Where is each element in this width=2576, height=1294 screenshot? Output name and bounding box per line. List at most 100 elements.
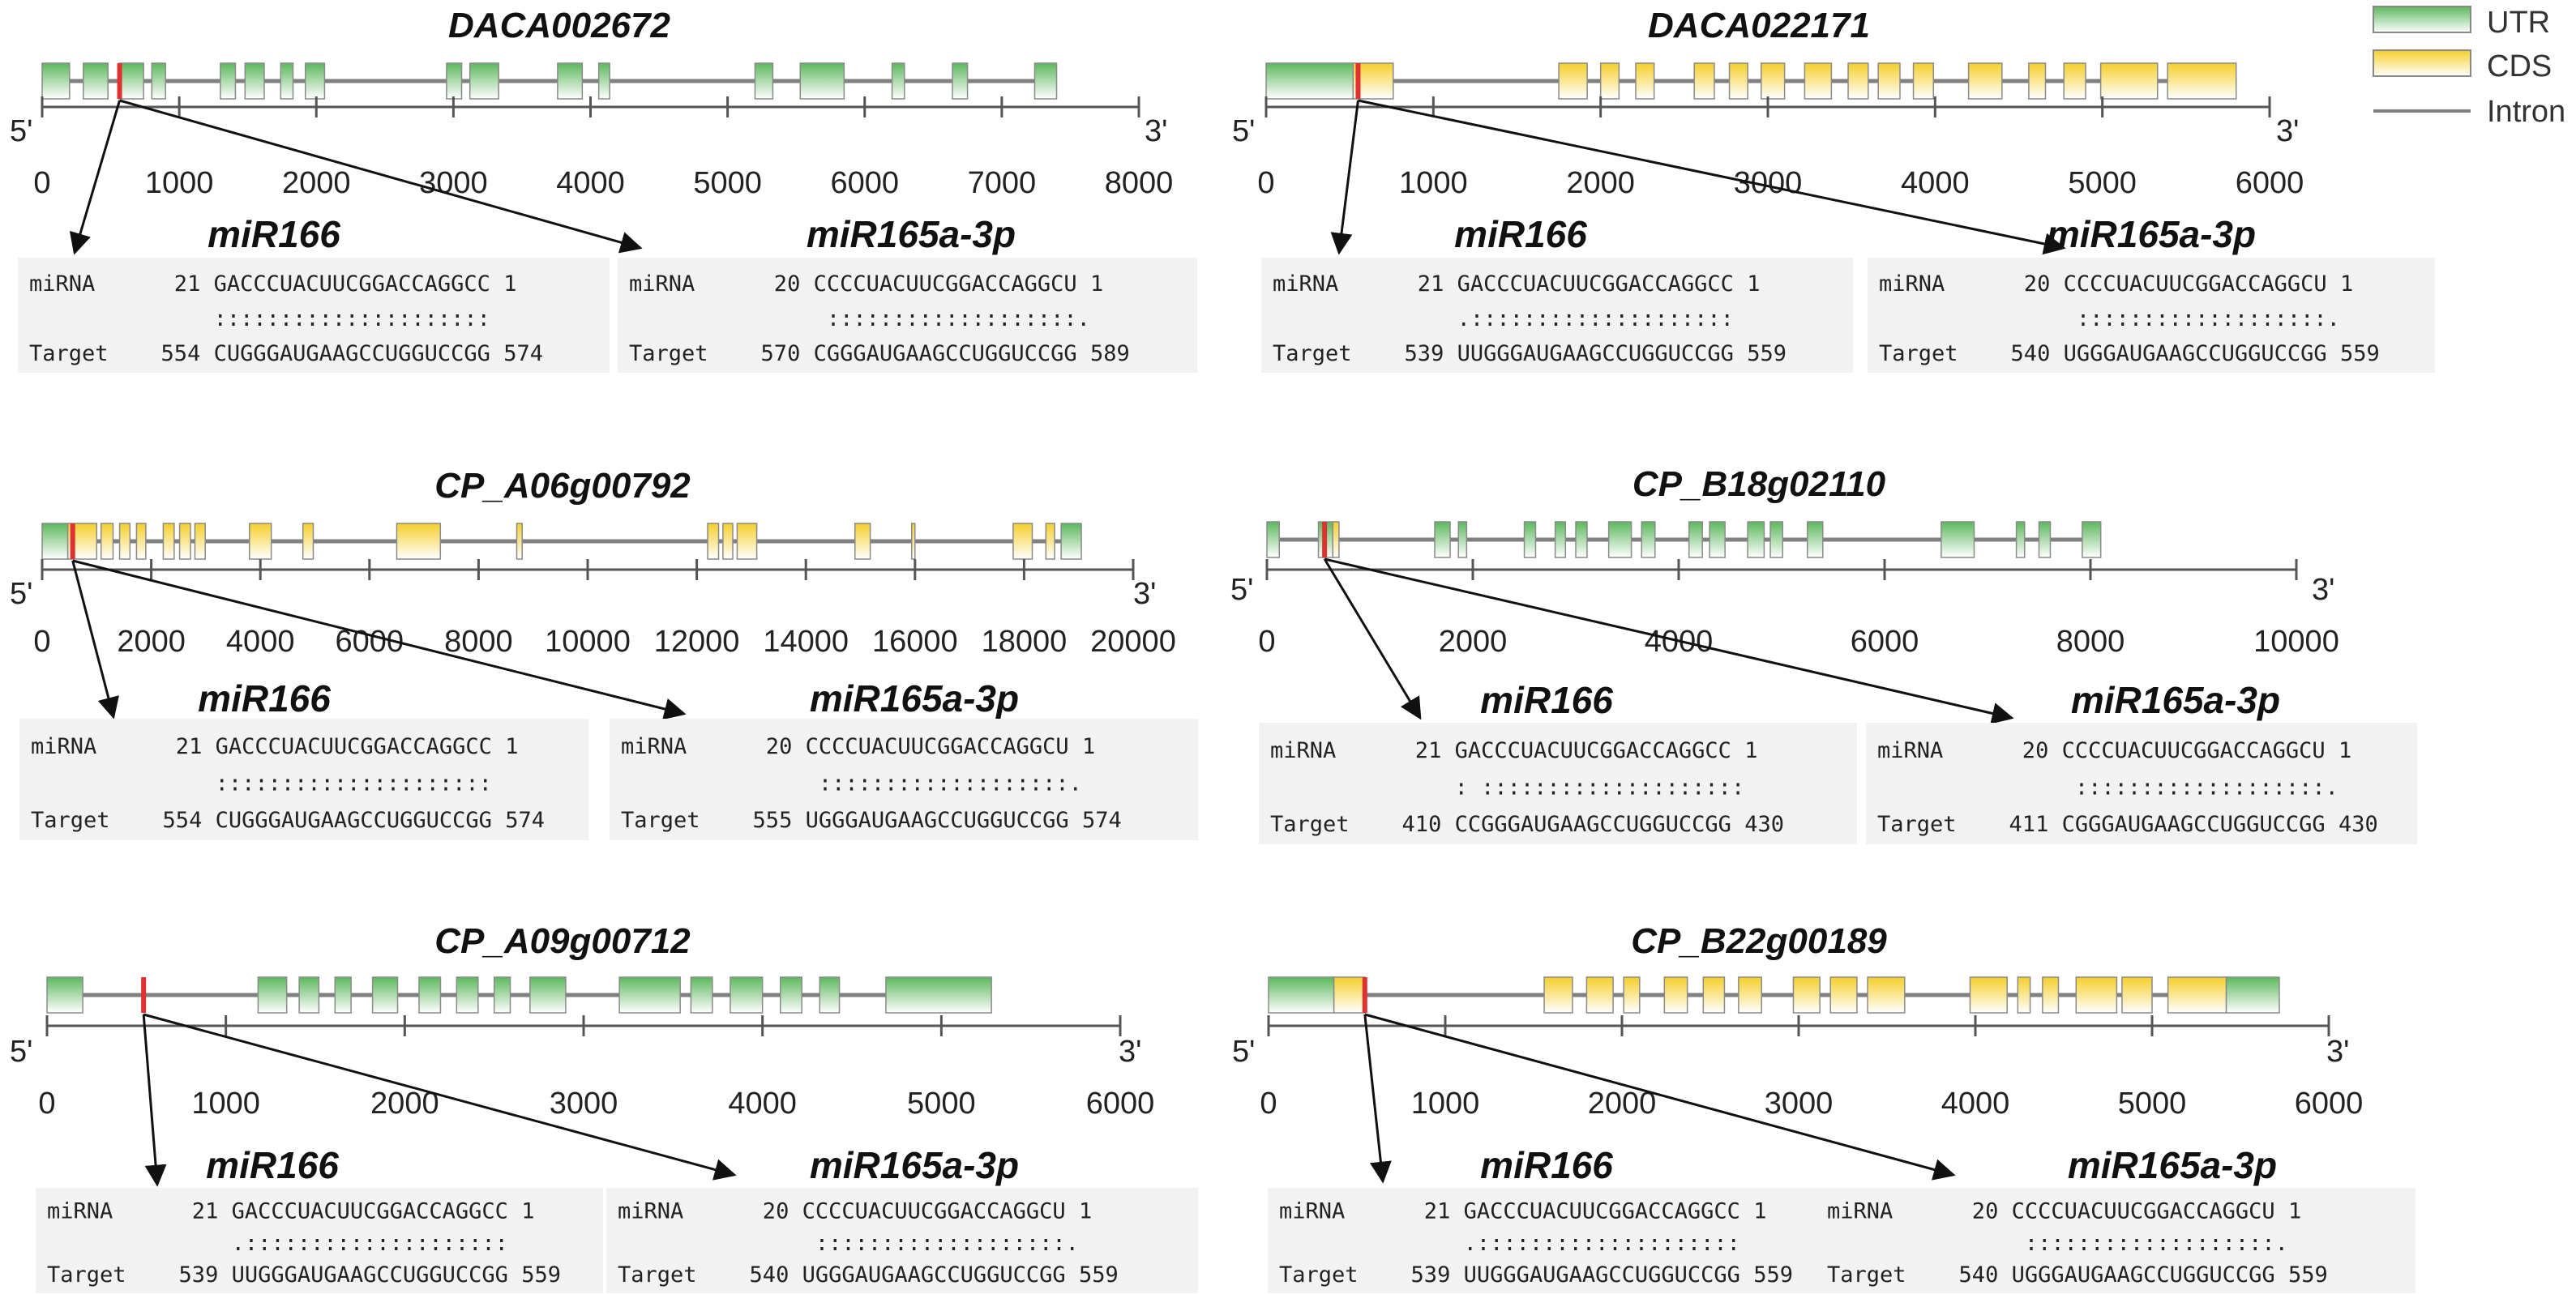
cds-exon: [1792, 976, 1821, 1014]
utr-exon: [779, 976, 802, 1014]
utr-exon: [529, 976, 567, 1014]
cds-exon: [1599, 62, 1620, 100]
cds-exon: [2028, 62, 2047, 100]
target-sequence-row: Target 540 UGGGAUGAAGCCUGGUCCGG 559: [1879, 341, 2380, 366]
cds-exon: [1829, 976, 1858, 1014]
utr-exon: [1060, 523, 1082, 560]
cds-exon: [1333, 976, 1366, 1014]
target-sequence-row: Target 540 UGGGAUGAAGCCUGGUCCGG 559: [1827, 1262, 2328, 1288]
axis-tick-label: 4000: [728, 1087, 797, 1121]
mirna-sequence-row: miRNA 20 CCCCUACUUCGGACCAGGCU 1: [629, 271, 1103, 297]
cds-exon: [1847, 62, 1869, 100]
target-sequence-row: Target 410 CCGGGAUGAAGCCUGGUCCGG 430: [1270, 812, 1784, 837]
mirna-sequence-row: miRNA 20 CCCCUACUUCGGACCAGGCU 1: [618, 1198, 1092, 1224]
gene-title: CP_A06g00792: [434, 466, 691, 506]
axis-tick-label: 5000: [2068, 166, 2137, 200]
gene-title: CP_B18g02110: [1632, 464, 1886, 504]
mirna-sequence-row: miRNA 20 CCCCUACUUCGGACCAGGCU 1: [1877, 738, 2351, 763]
site-arrow: [1363, 1014, 1392, 1184]
utr-exon: [456, 976, 479, 1014]
five-prime-label: 5': [10, 577, 32, 611]
target-sequence-row: Target 570 CGGGAUGAAGCCUGGUCCGG 589: [629, 341, 1130, 366]
axis-tick-label: 0: [33, 166, 50, 200]
target-site-marker: [1362, 977, 1367, 1013]
axis-tick-label: 14000: [763, 625, 849, 659]
utr-exon: [1523, 521, 1537, 558]
utr-exon: [799, 62, 845, 100]
alignment-box: [610, 719, 1198, 840]
mirna-sequence-row: miRNA 21 GACCCUACUUCGGACCAGGCC 1: [31, 734, 518, 759]
mirna-sequence-row: miRNA 21 GACCCUACUUCGGACCAGGCC 1: [1273, 271, 1760, 297]
axis-tick-label: 2000: [117, 625, 186, 659]
legend-cds-label: CDS: [2487, 49, 2552, 83]
match-row: : ::::::::::::::::::::: [1270, 775, 1744, 801]
cds-exon: [736, 523, 758, 560]
mirna-name: miR166: [1480, 1144, 1613, 1186]
utr-exon: [1265, 62, 1354, 100]
target-site-marker: [141, 977, 147, 1013]
cds-exon: [1012, 523, 1033, 560]
alignment-box: [1868, 258, 2435, 373]
axis-tick-label: 2000: [1588, 1087, 1657, 1121]
cds-exon: [178, 523, 191, 560]
utr-exon: [1554, 521, 1567, 558]
axis-tick-label: 10000: [545, 625, 631, 659]
cds-exon: [2042, 976, 2060, 1014]
alignment-box: [1261, 258, 1853, 373]
utr-exon: [2225, 976, 2280, 1014]
site-arrow: [1324, 557, 2014, 724]
mirna-name: miR165a-3p: [810, 1144, 1019, 1186]
utr-exon: [1607, 521, 1632, 558]
gene-title: DACA022171: [1648, 6, 1870, 45]
utr-exon: [244, 62, 265, 100]
target-sequence-row: Target 411 CGGGAUGAAGCCUGGUCCGG 430: [1877, 812, 2378, 837]
legend-utr-label: UTR: [2487, 6, 2550, 40]
three-prime-label: 3': [1145, 114, 1167, 148]
mirna-name: miR166: [1480, 679, 1613, 721]
mirna-sequence-row: miRNA 20 CCCCUACUUCGGACCAGGCU 1: [1879, 271, 2353, 297]
utr-exon: [1434, 521, 1451, 558]
cds-exon: [100, 523, 114, 560]
axis-tick-label: 0: [1260, 1087, 1277, 1121]
axis-tick-label: 4000: [556, 166, 625, 200]
cds-exon: [1738, 976, 1762, 1014]
site-arrow: [1330, 100, 1359, 255]
cds-exon: [1045, 523, 1055, 560]
alignment-box: [1259, 723, 1857, 844]
cds-exon: [2121, 976, 2153, 1014]
site-arrow: [72, 559, 687, 720]
utr-exon: [469, 62, 499, 100]
utr-exon: [1268, 976, 1335, 1014]
site-arrow: [1358, 99, 2066, 255]
match-row: .::::::::::::::::::::: [1273, 306, 1734, 331]
cds-exon: [722, 523, 734, 560]
cds-exon: [707, 523, 720, 560]
axis-tick-label: 3000: [1765, 1087, 1834, 1121]
axis-tick-label: 20000: [1090, 625, 1176, 659]
match-row: :::::::::::::::::::.: [1827, 1231, 2288, 1256]
target-site-marker: [70, 523, 75, 559]
match-row: :::::::::::::::::::.: [1877, 775, 2339, 801]
cds-exon: [118, 523, 131, 560]
cds-exon: [248, 523, 272, 560]
axis-tick-label: 4000: [1941, 1087, 2010, 1121]
cds-exon: [1967, 62, 2003, 100]
utr-exon: [1641, 521, 1656, 558]
mirna-sequence-row: miRNA 21 GACCCUACUUCGGACCAGGCC 1: [1270, 738, 1757, 763]
axis-tick-label: 6000: [1851, 625, 1919, 659]
axis-tick-label: 2000: [1566, 166, 1635, 200]
axis-tick-label: 3000: [1734, 166, 1803, 200]
target-site-marker: [1355, 63, 1361, 99]
cds-exon: [135, 523, 147, 560]
mirna-name: miR165a-3p: [807, 213, 1016, 255]
cds-exon: [2063, 62, 2086, 100]
alignment-box: [18, 258, 610, 373]
site-arrow: [142, 1014, 167, 1187]
